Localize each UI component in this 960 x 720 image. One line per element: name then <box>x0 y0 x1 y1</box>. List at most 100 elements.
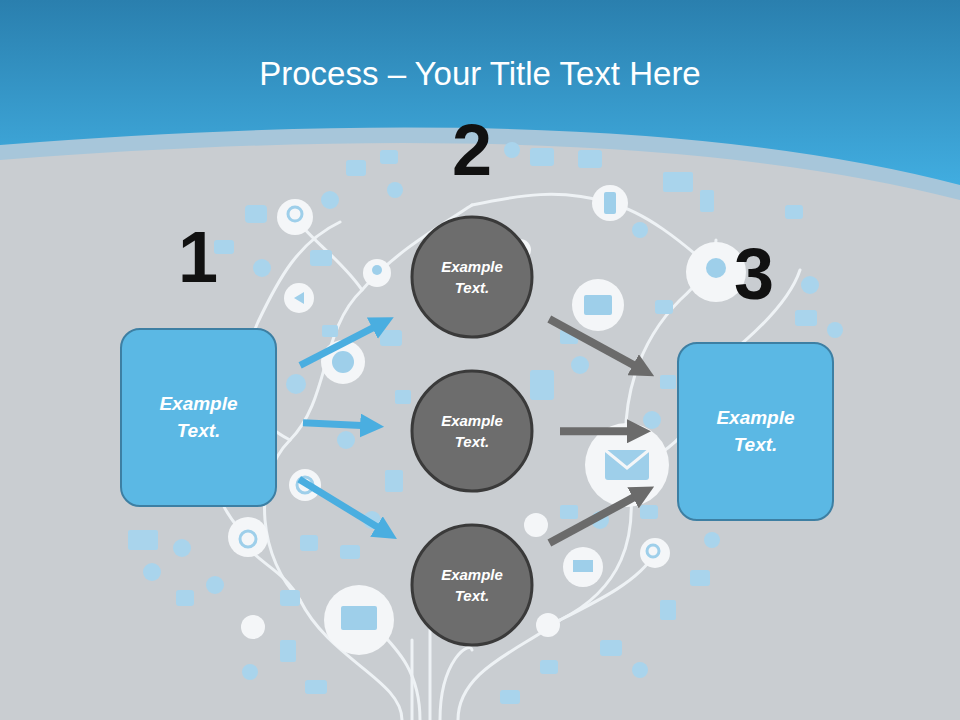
small-icon <box>704 532 720 548</box>
search-icon <box>647 545 659 557</box>
small-icon <box>176 590 194 606</box>
small-icon <box>253 259 271 277</box>
small-icon <box>660 375 676 389</box>
node-text: Example Text. <box>430 564 514 606</box>
small-icon <box>385 470 403 492</box>
small-icon <box>286 374 306 394</box>
icon-bubble <box>592 185 628 221</box>
node-text: Example Text. <box>430 256 514 298</box>
header-band-light <box>0 0 960 200</box>
icon-bubble <box>572 279 624 331</box>
connectors <box>299 319 643 543</box>
tree-line <box>472 194 610 205</box>
tree-line <box>440 648 472 720</box>
small-icon <box>663 172 693 192</box>
small-icon <box>380 330 402 346</box>
small-icon <box>600 640 622 656</box>
process-circle: Example Text. <box>410 523 534 647</box>
callout-number: 3 <box>734 238 774 310</box>
icon-bubble <box>536 613 560 637</box>
flow-arrow <box>300 323 383 366</box>
small-icon <box>242 664 258 680</box>
small-icon <box>340 545 360 559</box>
icon-bubble <box>524 513 548 537</box>
small-icon <box>690 570 710 586</box>
flow-arrow <box>560 427 639 435</box>
small-icon <box>632 222 648 238</box>
icon-bubble <box>241 615 265 639</box>
laptop-icon <box>341 606 377 630</box>
user-icon <box>372 265 382 275</box>
group-icon <box>706 258 726 278</box>
header-band <box>0 0 960 185</box>
small-icon <box>700 190 714 212</box>
search-icon <box>288 207 302 221</box>
icon-bubble <box>277 199 313 235</box>
play-icon <box>294 292 304 304</box>
small-icon <box>300 535 318 551</box>
slide-title: Process – Your Title Text Here <box>0 54 960 94</box>
small-icon <box>530 148 554 166</box>
mail-icon <box>605 450 649 480</box>
power-icon <box>240 531 256 547</box>
small-icon <box>827 322 843 338</box>
flow-arrow <box>303 423 372 426</box>
small-icon <box>500 690 520 704</box>
icon-bubble <box>284 283 314 313</box>
icon-bubbles <box>228 185 746 655</box>
icon-bubble <box>640 538 670 568</box>
icon-bubble <box>563 547 603 587</box>
process-box: Example Text. <box>120 328 277 507</box>
small-icon <box>143 563 161 581</box>
small-icon <box>310 250 332 266</box>
small-icon <box>578 150 602 168</box>
circle-shape <box>412 371 532 491</box>
small-icon <box>785 205 803 219</box>
flow-arrow <box>549 492 643 543</box>
callout-number: 1 <box>178 221 218 293</box>
small-icon <box>321 191 339 209</box>
small-icon <box>540 660 558 674</box>
process-circle: Example Text. <box>410 215 534 339</box>
small-icon <box>280 590 300 606</box>
node-text: Example Text. <box>430 410 514 452</box>
small-icon <box>380 150 398 164</box>
small-icon <box>655 300 673 314</box>
small-icon <box>640 505 658 519</box>
small-icon <box>337 431 355 449</box>
small-icon <box>206 576 224 594</box>
small-icon <box>280 640 296 662</box>
small-icon <box>504 142 520 158</box>
tree-line <box>560 553 655 620</box>
icon-bubble <box>324 585 394 655</box>
small-icon <box>245 205 267 223</box>
small-icon <box>632 662 648 678</box>
circle-outline <box>410 369 534 493</box>
node-text: Example Text. <box>144 391 254 444</box>
circle-outline <box>410 523 534 647</box>
node-text: Example Text. <box>701 405 811 458</box>
small-icon <box>173 539 191 557</box>
tree-line <box>240 530 402 720</box>
small-icon <box>322 325 338 337</box>
icon-bubble <box>585 423 669 507</box>
small-icon <box>530 370 554 400</box>
small-icon <box>571 356 589 374</box>
small-icon <box>560 505 578 519</box>
small-icon <box>643 411 661 429</box>
monitor-icon <box>584 295 612 315</box>
small-icon <box>346 160 366 176</box>
phone-icon <box>604 192 616 214</box>
tree-line <box>411 640 414 720</box>
process-circle: Example Text. <box>410 369 534 493</box>
callout-number: 2 <box>452 114 492 186</box>
small-icon <box>660 600 676 620</box>
small-icon <box>387 182 403 198</box>
small-icon <box>305 680 327 694</box>
circle-shape <box>412 217 532 337</box>
icon-bubble <box>228 517 268 557</box>
small-icon <box>801 276 819 294</box>
